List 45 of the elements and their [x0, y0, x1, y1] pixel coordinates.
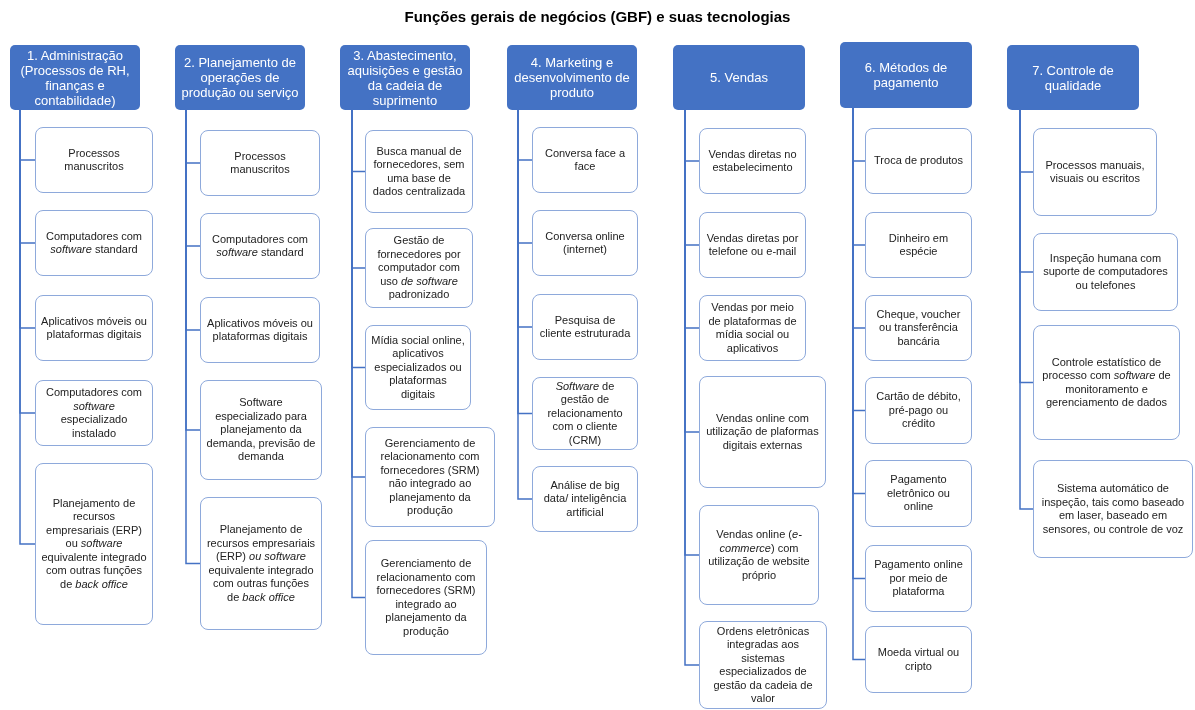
technology-box: Processos manuscritos — [200, 130, 320, 196]
category-header-box: 2. Planejamento de operações de produção ou serviço — [175, 45, 305, 110]
technology-box: Vendas diretas no estabelecimento — [699, 128, 806, 194]
technology-box: Planejamento de recursos empresariais (ERP) ou software equivalente integrado com outras funções de back office — [35, 463, 153, 625]
technology-box: Aplicativos móveis ou plataformas digitais — [200, 297, 320, 363]
category-header-box: 7. Controle de qualidade — [1007, 45, 1139, 110]
category-header-box: 3. Abastecimento, aquisições e gestão da cadeia de suprimento — [340, 45, 470, 110]
technology-box: Dinheiro em espécie — [865, 212, 972, 278]
technology-box: Vendas diretas por telefone ou e-mail — [699, 212, 806, 278]
technology-box: Pagamento online por meio de plataforma — [865, 545, 972, 612]
technology-box: Computadores com software standard — [200, 213, 320, 279]
technology-box: Mídia social online, aplicativos especializados ou plataformas digitais — [365, 325, 471, 410]
technology-box: Pagamento eletrônico ou online — [865, 460, 972, 527]
technology-box: Gestão de fornecedores por computador com uso de software padronizado — [365, 228, 473, 308]
technology-box: Vendas online com utilização de plaformas digitais externas — [699, 376, 826, 488]
technology-box: Gerenciamento de relacionamento com fornecedores (SRM) não integrado ao planejamento da produção — [365, 427, 495, 527]
technology-box: Computadores com software especializado instalado — [35, 380, 153, 446]
category-header-box: 6. Métodos de pagamento — [840, 42, 972, 108]
technology-box: Computadores com software standard — [35, 210, 153, 276]
technology-box: Aplicativos móveis ou plataformas digitais — [35, 295, 153, 361]
technology-box: Cartão de débito, pré-pago ou crédito — [865, 377, 972, 444]
technology-box: Cheque, voucher ou transferência bancária — [865, 295, 972, 361]
technology-box: Gerenciamento de relacionamento com fornecedores (SRM) integrado ao planejamento da produção — [365, 540, 487, 655]
technology-box: Conversa online (internet) — [532, 210, 638, 276]
technology-box: Controle estatístico de processo com software de monitoramento e gerenciamento de dados — [1033, 325, 1180, 440]
category-header-box: 5. Vendas — [673, 45, 805, 110]
technology-box: Processos manuais, visuais ou escritos — [1033, 128, 1157, 216]
technology-box: Moeda virtual ou cripto — [865, 626, 972, 693]
technology-box: Conversa face a face — [532, 127, 638, 193]
technology-box: Análise de big data/ inteligência artificial — [532, 466, 638, 532]
category-header-box: 4. Marketing e desenvolvimento de produto — [507, 45, 637, 110]
technology-box: Inspeção humana com suporte de computadores ou telefones — [1033, 233, 1178, 311]
technology-box: Planejamento de recursos empresariais (ERP) ou software equivalente integrado com outras funções de back office — [200, 497, 322, 630]
category-header-box: 1. Administração (Processos de RH, finanças e contabilidade) — [10, 45, 140, 110]
technology-box: Busca manual de fornecedores, sem uma base de dados centralizada — [365, 130, 473, 213]
technology-box: Vendas online (e-commerce) com utilização de website próprio — [699, 505, 819, 605]
technology-box: Pesquisa de cliente estruturada — [532, 294, 638, 360]
technology-box: Software especializado para planejamento da demanda, previsão de demanda — [200, 380, 322, 480]
technology-box: Vendas por meio de plataformas de mídia social ou aplicativos — [699, 295, 806, 361]
technology-box: Ordens eletrônicas integradas aos sistemas especializados de gestão da cadeia de valor — [699, 621, 827, 709]
technology-box: Processos manuscritos — [35, 127, 153, 193]
technology-box: Software de gestão de relacionamento com o cliente (CRM) — [532, 377, 638, 450]
technology-box: Troca de produtos — [865, 128, 972, 194]
diagram-title: Funções gerais de negócios (GBF) e suas tecnologias — [403, 8, 792, 25]
technology-box: Sistema automático de inspeção, tais como baseado em laser, baseado em sensores, ou controle de voz — [1033, 460, 1193, 558]
